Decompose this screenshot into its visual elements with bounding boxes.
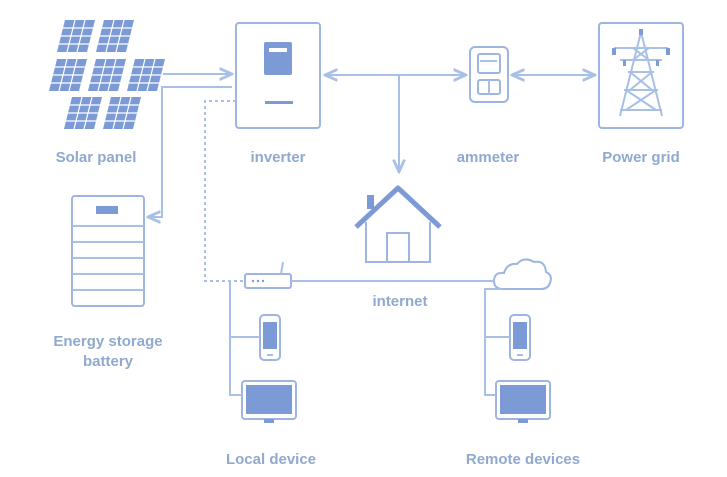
house-icon [354, 185, 442, 263]
ammeter-label: ammeter [456, 149, 520, 166]
local-monitor-icon [241, 380, 297, 423]
inverter-to-battery-arrow [148, 86, 232, 217]
energy-storage-battery-icon [71, 195, 145, 307]
power-grid-label: Power grid [602, 149, 680, 166]
solar-panel-label: Solar panel [55, 149, 137, 166]
local-device-label: Local device [225, 451, 317, 468]
local-bus-line [229, 282, 242, 396]
cloud-icon [492, 258, 552, 290]
inverter-icon [235, 22, 321, 129]
remote-phone-icon [509, 314, 531, 361]
remote-monitor-icon [495, 380, 551, 423]
remote-devices-label: Remote devices [465, 451, 581, 468]
router-icon [244, 261, 292, 289]
internet-label: internet [372, 293, 428, 310]
remote-bus-line [484, 288, 503, 396]
solar-panel-icon [49, 19, 165, 130]
inverter-label: inverter [250, 149, 306, 166]
inverter-router-dotted-line [204, 100, 245, 282]
connectors [148, 74, 595, 396]
ammeter-icon [469, 46, 509, 103]
local-phone-icon [259, 314, 281, 361]
energy-storage-battery-label: Energy storage battery [53, 333, 163, 370]
power-grid-icon [598, 22, 684, 129]
